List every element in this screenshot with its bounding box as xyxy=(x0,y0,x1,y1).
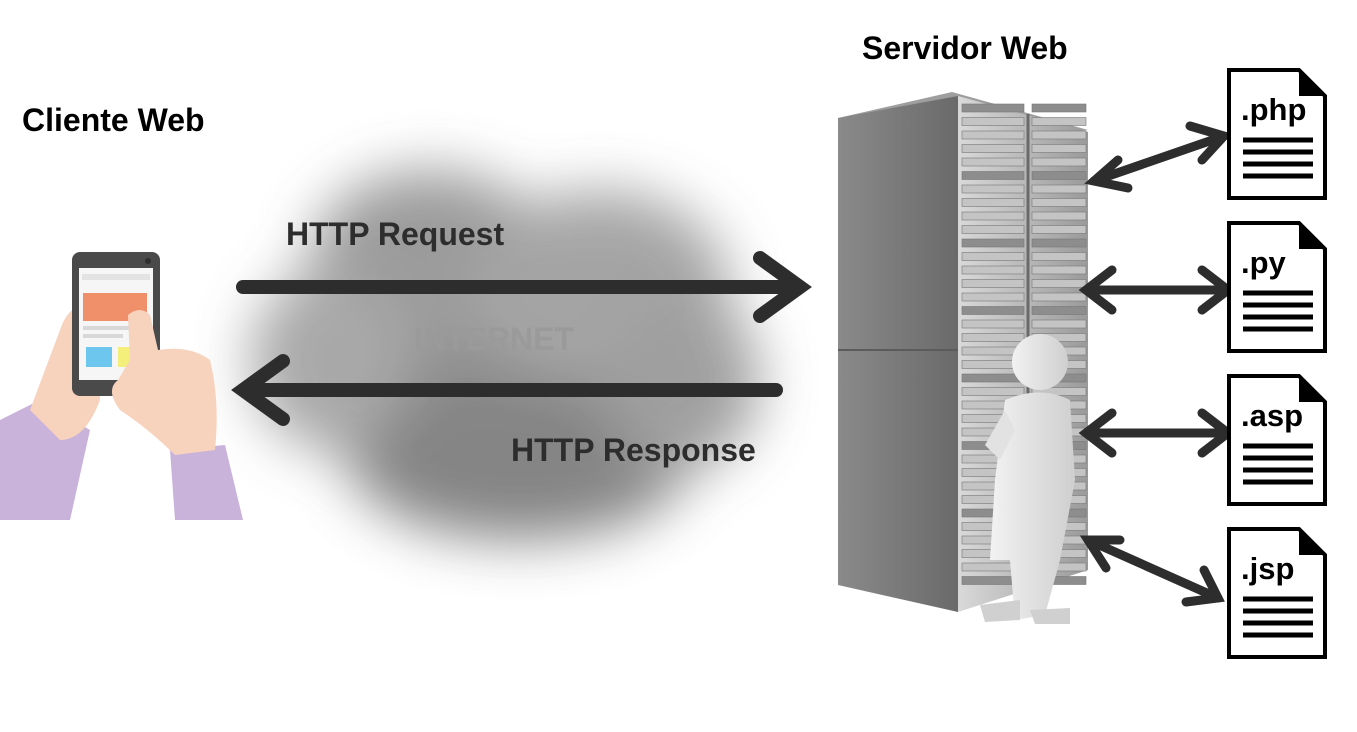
server-slot xyxy=(961,184,1025,194)
server-slot xyxy=(961,144,1025,153)
server-slot xyxy=(1031,279,1087,288)
server-slot xyxy=(1031,252,1087,261)
server-slot xyxy=(961,319,1025,329)
server-slot xyxy=(1031,144,1087,153)
server-slot xyxy=(961,279,1025,288)
server-slot xyxy=(1031,265,1087,275)
internet-label: INTERNET xyxy=(414,321,574,357)
internet-cloud xyxy=(250,170,760,540)
py-arrow xyxy=(1078,265,1236,315)
server-slot xyxy=(961,130,1025,140)
server-slot xyxy=(1031,184,1087,194)
server-slot xyxy=(1031,387,1087,396)
server-slot xyxy=(1031,292,1087,302)
server-slot xyxy=(1031,238,1087,248)
server-slot xyxy=(1031,157,1087,167)
right-sleeve xyxy=(170,445,243,520)
server-slot xyxy=(961,252,1025,261)
document-icon xyxy=(1227,221,1327,353)
server-slot xyxy=(1031,225,1087,234)
http-response-arrow xyxy=(231,354,783,426)
file-extension: .php xyxy=(1241,92,1307,127)
server-title: Servidor Web xyxy=(862,30,1068,66)
file-extension: .jsp xyxy=(1241,551,1295,586)
server-slot xyxy=(961,238,1025,248)
server-slot xyxy=(961,265,1025,275)
asp-file: .asp xyxy=(1227,374,1327,506)
file-extension: .asp xyxy=(1241,398,1304,433)
server-slot xyxy=(1031,117,1087,126)
right-hand xyxy=(111,310,217,455)
server-slot xyxy=(961,373,1025,383)
server-slot xyxy=(1031,306,1087,315)
http-response-label: HTTP Response xyxy=(511,432,756,468)
server-slot xyxy=(1031,130,1087,140)
server-technician-figure xyxy=(980,334,1075,624)
document-icon xyxy=(1227,527,1327,659)
server-slot xyxy=(1031,319,1087,329)
server-slot xyxy=(961,211,1025,221)
server-slot xyxy=(961,333,1025,342)
server-slot xyxy=(1031,171,1087,180)
client-title: Cliente Web xyxy=(22,102,205,138)
screen-tile-blue xyxy=(86,347,112,367)
py-file: .py xyxy=(1227,221,1327,353)
server-slot xyxy=(1031,103,1087,113)
file-extension: .py xyxy=(1241,245,1286,280)
file-arrows xyxy=(1078,121,1236,607)
document-icon xyxy=(1227,374,1327,506)
php-file: .php xyxy=(1227,68,1327,200)
server-slot xyxy=(1031,211,1087,221)
document-icon xyxy=(1227,68,1327,200)
server-slot xyxy=(961,103,1025,113)
jsp-file: .jsp xyxy=(1227,527,1327,659)
server-slot xyxy=(961,387,1025,396)
http-request-arrow xyxy=(236,251,812,323)
jsp-arrow xyxy=(1079,535,1225,607)
server-slot xyxy=(961,306,1025,315)
server-slot xyxy=(961,117,1025,126)
http-request-label: HTTP Request xyxy=(286,216,505,252)
php-arrow xyxy=(1084,121,1233,193)
asp-arrow xyxy=(1078,408,1236,458)
server-slot xyxy=(961,292,1025,302)
server-slot xyxy=(961,225,1025,234)
server-slot xyxy=(961,157,1025,167)
server-slot xyxy=(1031,198,1087,207)
client-device-illustration xyxy=(0,252,243,520)
server-slot xyxy=(961,171,1025,180)
server-slot xyxy=(961,198,1025,207)
